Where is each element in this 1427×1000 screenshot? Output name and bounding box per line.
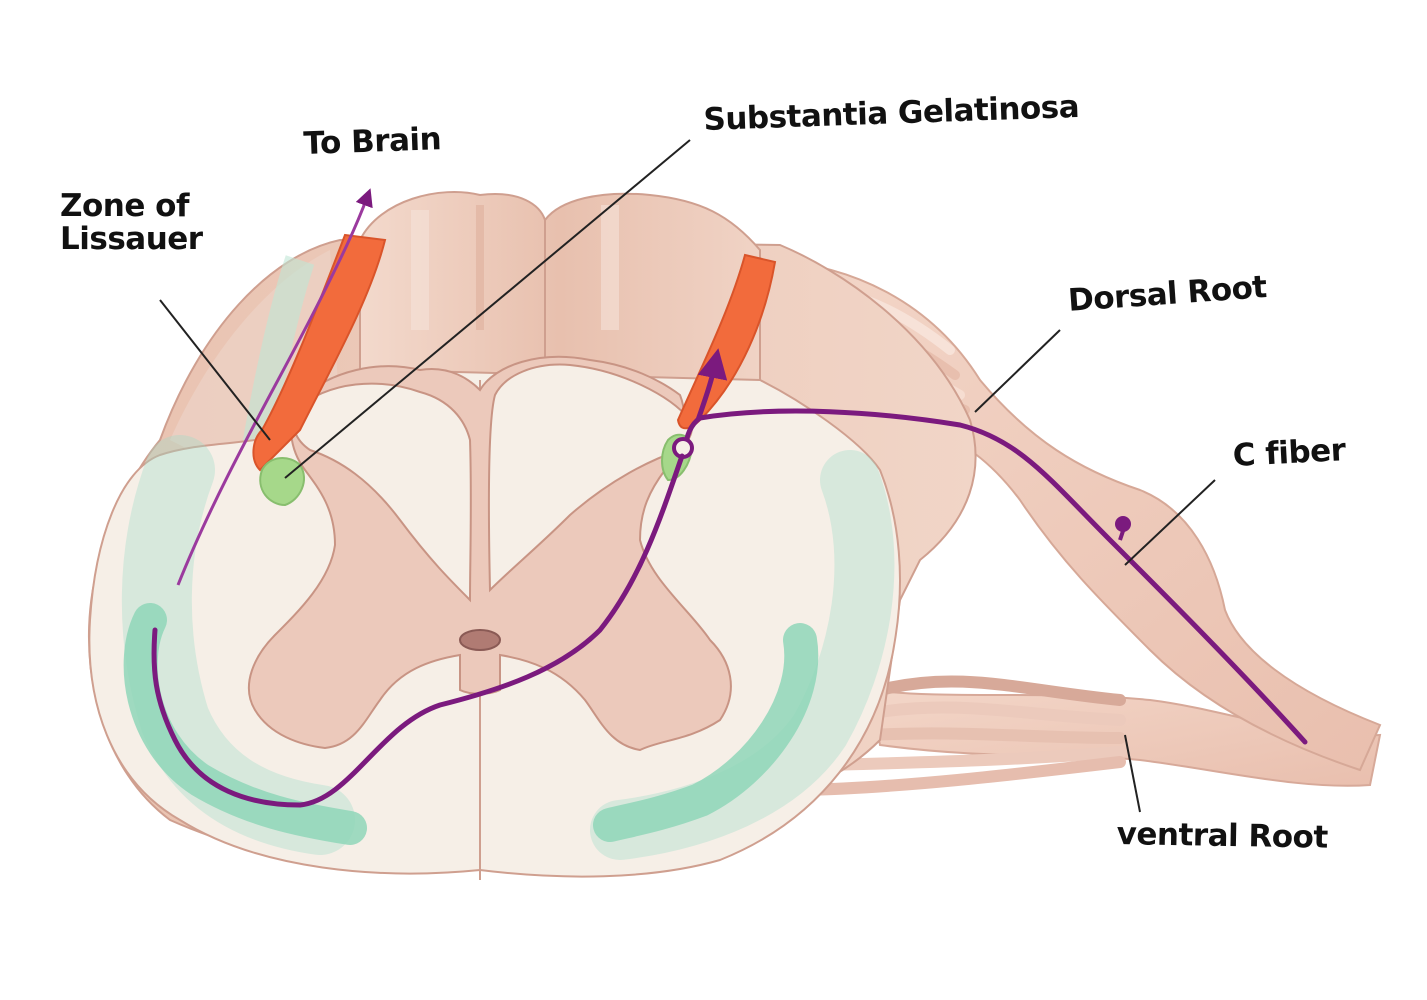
label-to-brain: To Brain — [302, 121, 442, 162]
leader-c-fiber — [1124, 479, 1216, 566]
leader-zone-of-lissauer — [159, 299, 271, 441]
label-zone-of-lissauer-line2: Lissauer — [60, 220, 203, 257]
c-fiber-pathway — [151, 188, 1308, 808]
grey-matter — [247, 355, 732, 752]
leader-lines — [159, 139, 1216, 813]
leader-ventral-root — [1124, 734, 1141, 813]
label-zone-of-lissauer-line1: Zone of — [60, 188, 189, 224]
zone-of-lissauer-tract — [252, 233, 777, 472]
label-ventral-root: ventral Root — [1116, 816, 1329, 856]
leader-dorsal-root — [974, 329, 1061, 413]
label-zone-of-lissauer: Zone of Lissauer — [60, 190, 203, 255]
label-c-fiber: C fiber — [1231, 432, 1347, 474]
leader-substantia-gelatinosa — [284, 139, 691, 479]
substantia-gelatinosa — [259, 433, 694, 507]
